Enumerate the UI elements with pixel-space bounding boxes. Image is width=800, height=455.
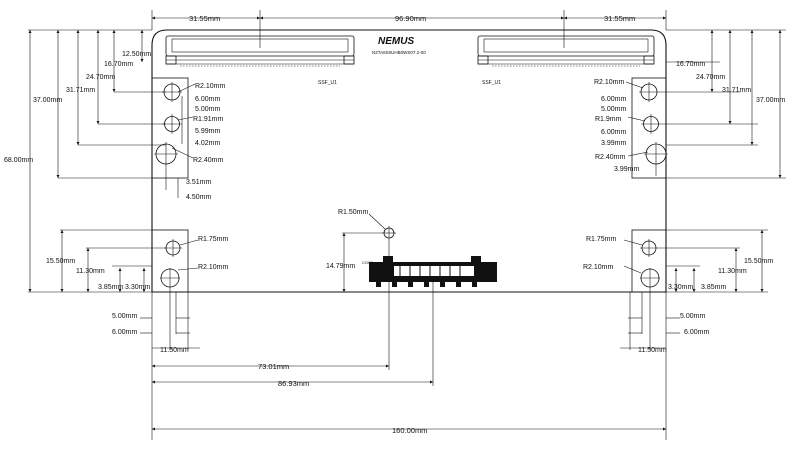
dim-right-5-00: 5.00mm [680,313,705,320]
dim-right-11-30: 11.30mm [718,268,747,275]
dim-right-3-99a: 3.99mm [601,140,626,147]
right-connector-label: SSF_U1 [482,80,501,86]
dim-left-bottom-r2: R2.10mm [198,264,229,271]
dim-right-6-00b: 6.00mm [601,129,626,136]
dim-right-bottom-r1: R1.75mm [586,236,617,243]
dim-top-right: 31.55mm [604,14,635,23]
dim-left-hole-r3: R2.40mm [193,157,224,164]
dim-left-4-02: 4.02mm [195,140,220,147]
dim-top-left: 31.55mm [189,14,220,23]
left-top-holes [154,82,196,198]
dim-left-5-99: 5.99mm [195,128,220,135]
dim-left-68-00: 68.00mm [4,157,33,164]
dim-left-12-50: 12.50mm [122,51,151,58]
dim-left-3-85: 3.85mm [98,284,123,291]
top-dimension-lines [151,10,667,48]
dim-center-r: R1.50mm [338,209,369,216]
board-outline [151,29,667,293]
dim-left-3-30: 3.30mm [125,284,150,291]
dim-left-hole-r2: R1.91mm [193,116,224,123]
left-bottom-holes [140,239,200,440]
dim-center-14-79: 14.79mm [326,263,355,270]
dim-right-hole-r2: R1.9mm [595,116,622,123]
dim-bottom-73-01: 73.01mm [258,362,289,371]
dim-left-31-71: 31.71mm [66,87,95,94]
left-connector-label: SSF_U1 [318,80,337,86]
dim-bottom-160: 160.00mm [392,426,427,435]
center-connector [342,213,497,386]
dim-left-6-00a: 6.00mm [195,96,220,103]
dim-right-hole-r3: R2.40mm [595,154,626,161]
dim-left-15-50: 15.50mm [46,258,75,265]
dim-right-16-70: 16.70mm [676,61,705,68]
dim-left-6-00: 6.00mm [112,329,137,336]
dim-left-hole-r1: R2.10mm [195,83,226,90]
brand-logo: NEMUS [378,36,414,47]
dim-right-37-00: 37.00mm [756,97,785,104]
dim-right-6-00: 6.00mm [684,329,709,336]
dim-left-11-50: 11.50mm [160,347,189,354]
dim-left-5-00a: 5.00mm [195,106,220,113]
bottom-dimension-lines [152,292,667,440]
part-number: N2TA8S0UHB0WS07.2-00 [372,50,426,55]
dim-left-4-50: 4.50mm [186,194,211,201]
left-vertical-dimensions [28,29,166,293]
dim-right-31-71: 31.71mm [722,87,751,94]
right-bottom-holes [620,229,768,350]
dim-bottom-86-93: 86.93mm [278,379,309,388]
dim-right-11-50: 11.50mm [638,347,667,354]
dim-right-3-30: 3.30mm [668,284,693,291]
dim-top-center: 96.90mm [395,14,426,23]
dim-right-15-50: 15.50mm [744,258,773,265]
center-connector-label: CON1 [362,260,374,265]
dim-left-3-51: 3.51mm [186,179,211,186]
dim-right-bottom-r2: R2.10mm [583,264,614,271]
dim-left-24-70: 24.70mm [86,74,115,81]
dim-left-bottom-r1: R1.75mm [198,236,229,243]
dim-right-6-00a: 6.00mm [601,96,626,103]
dim-right-3-85: 3.85mm [701,284,726,291]
dim-left-16-70: 16.70mm [104,61,133,68]
dim-right-24-70: 24.70mm [696,74,725,81]
right-fpc-connector [477,35,655,67]
dim-right-3-99b: 3.99mm [614,166,639,173]
right-top-holes [625,29,786,179]
dim-right-5-00a: 5.00mm [601,106,626,113]
dim-left-37-00: 37.00mm [33,97,62,104]
dim-left-5-00: 5.00mm [112,313,137,320]
dim-right-hole-r1: R2.10mm [594,79,625,86]
dim-left-11-30: 11.30mm [76,268,105,275]
